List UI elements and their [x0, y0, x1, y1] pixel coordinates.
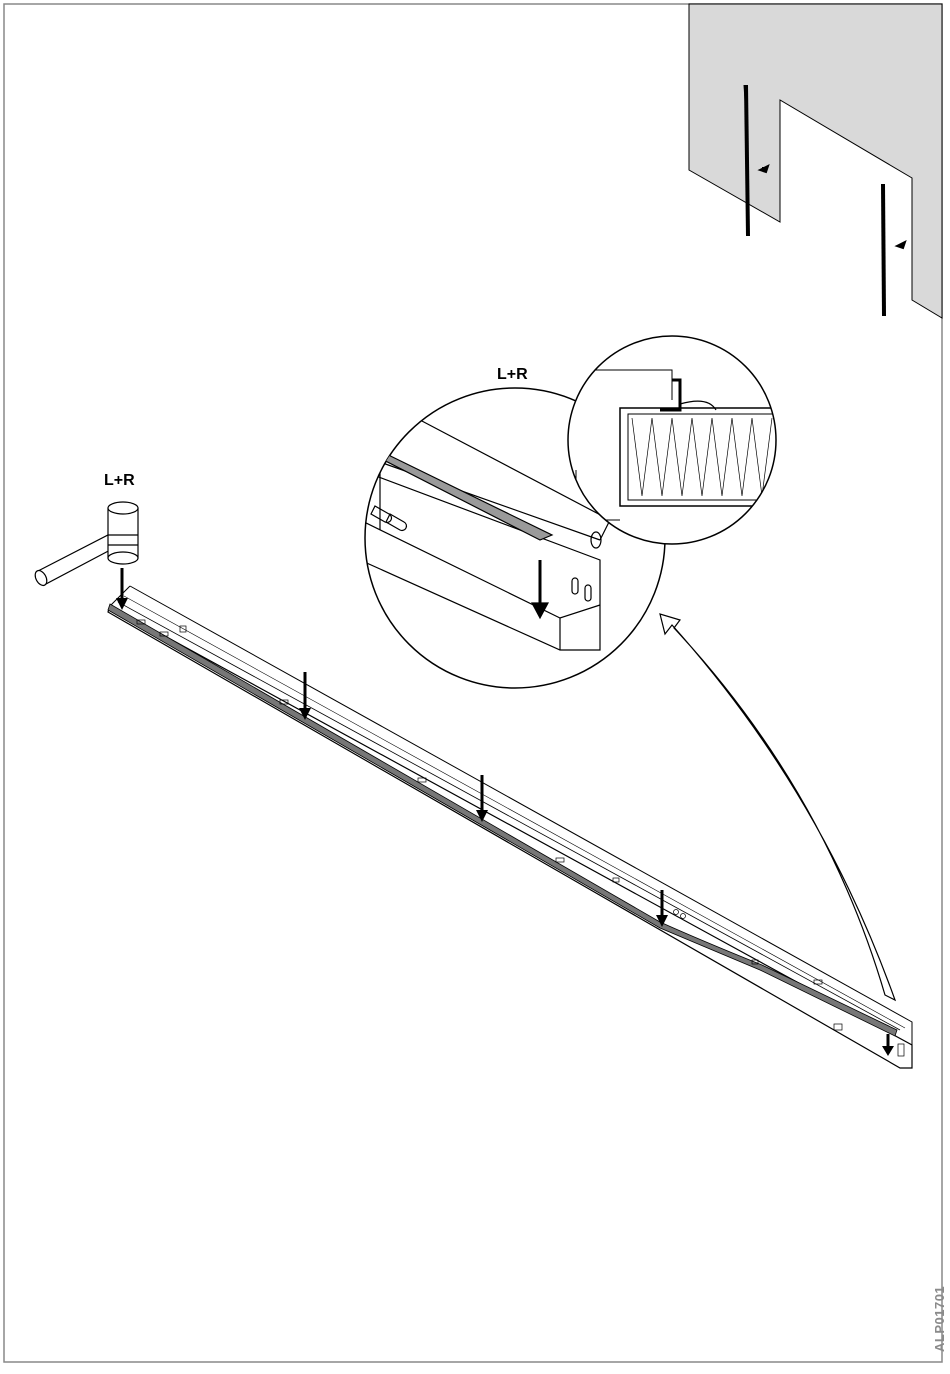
- small-arrow-icon: [897, 242, 905, 248]
- detail-magnifier-small: [568, 336, 780, 544]
- down-arrow-icon: [116, 568, 128, 610]
- hammer-side-label: L+R: [104, 473, 135, 489]
- figure-code: ALP01701: [932, 1286, 947, 1352]
- magnifier-circle-icon: [568, 336, 776, 544]
- page-frame: [4, 4, 942, 1362]
- detail-side-label: L+R: [497, 367, 528, 383]
- wall-corner-illustration: [689, 4, 942, 318]
